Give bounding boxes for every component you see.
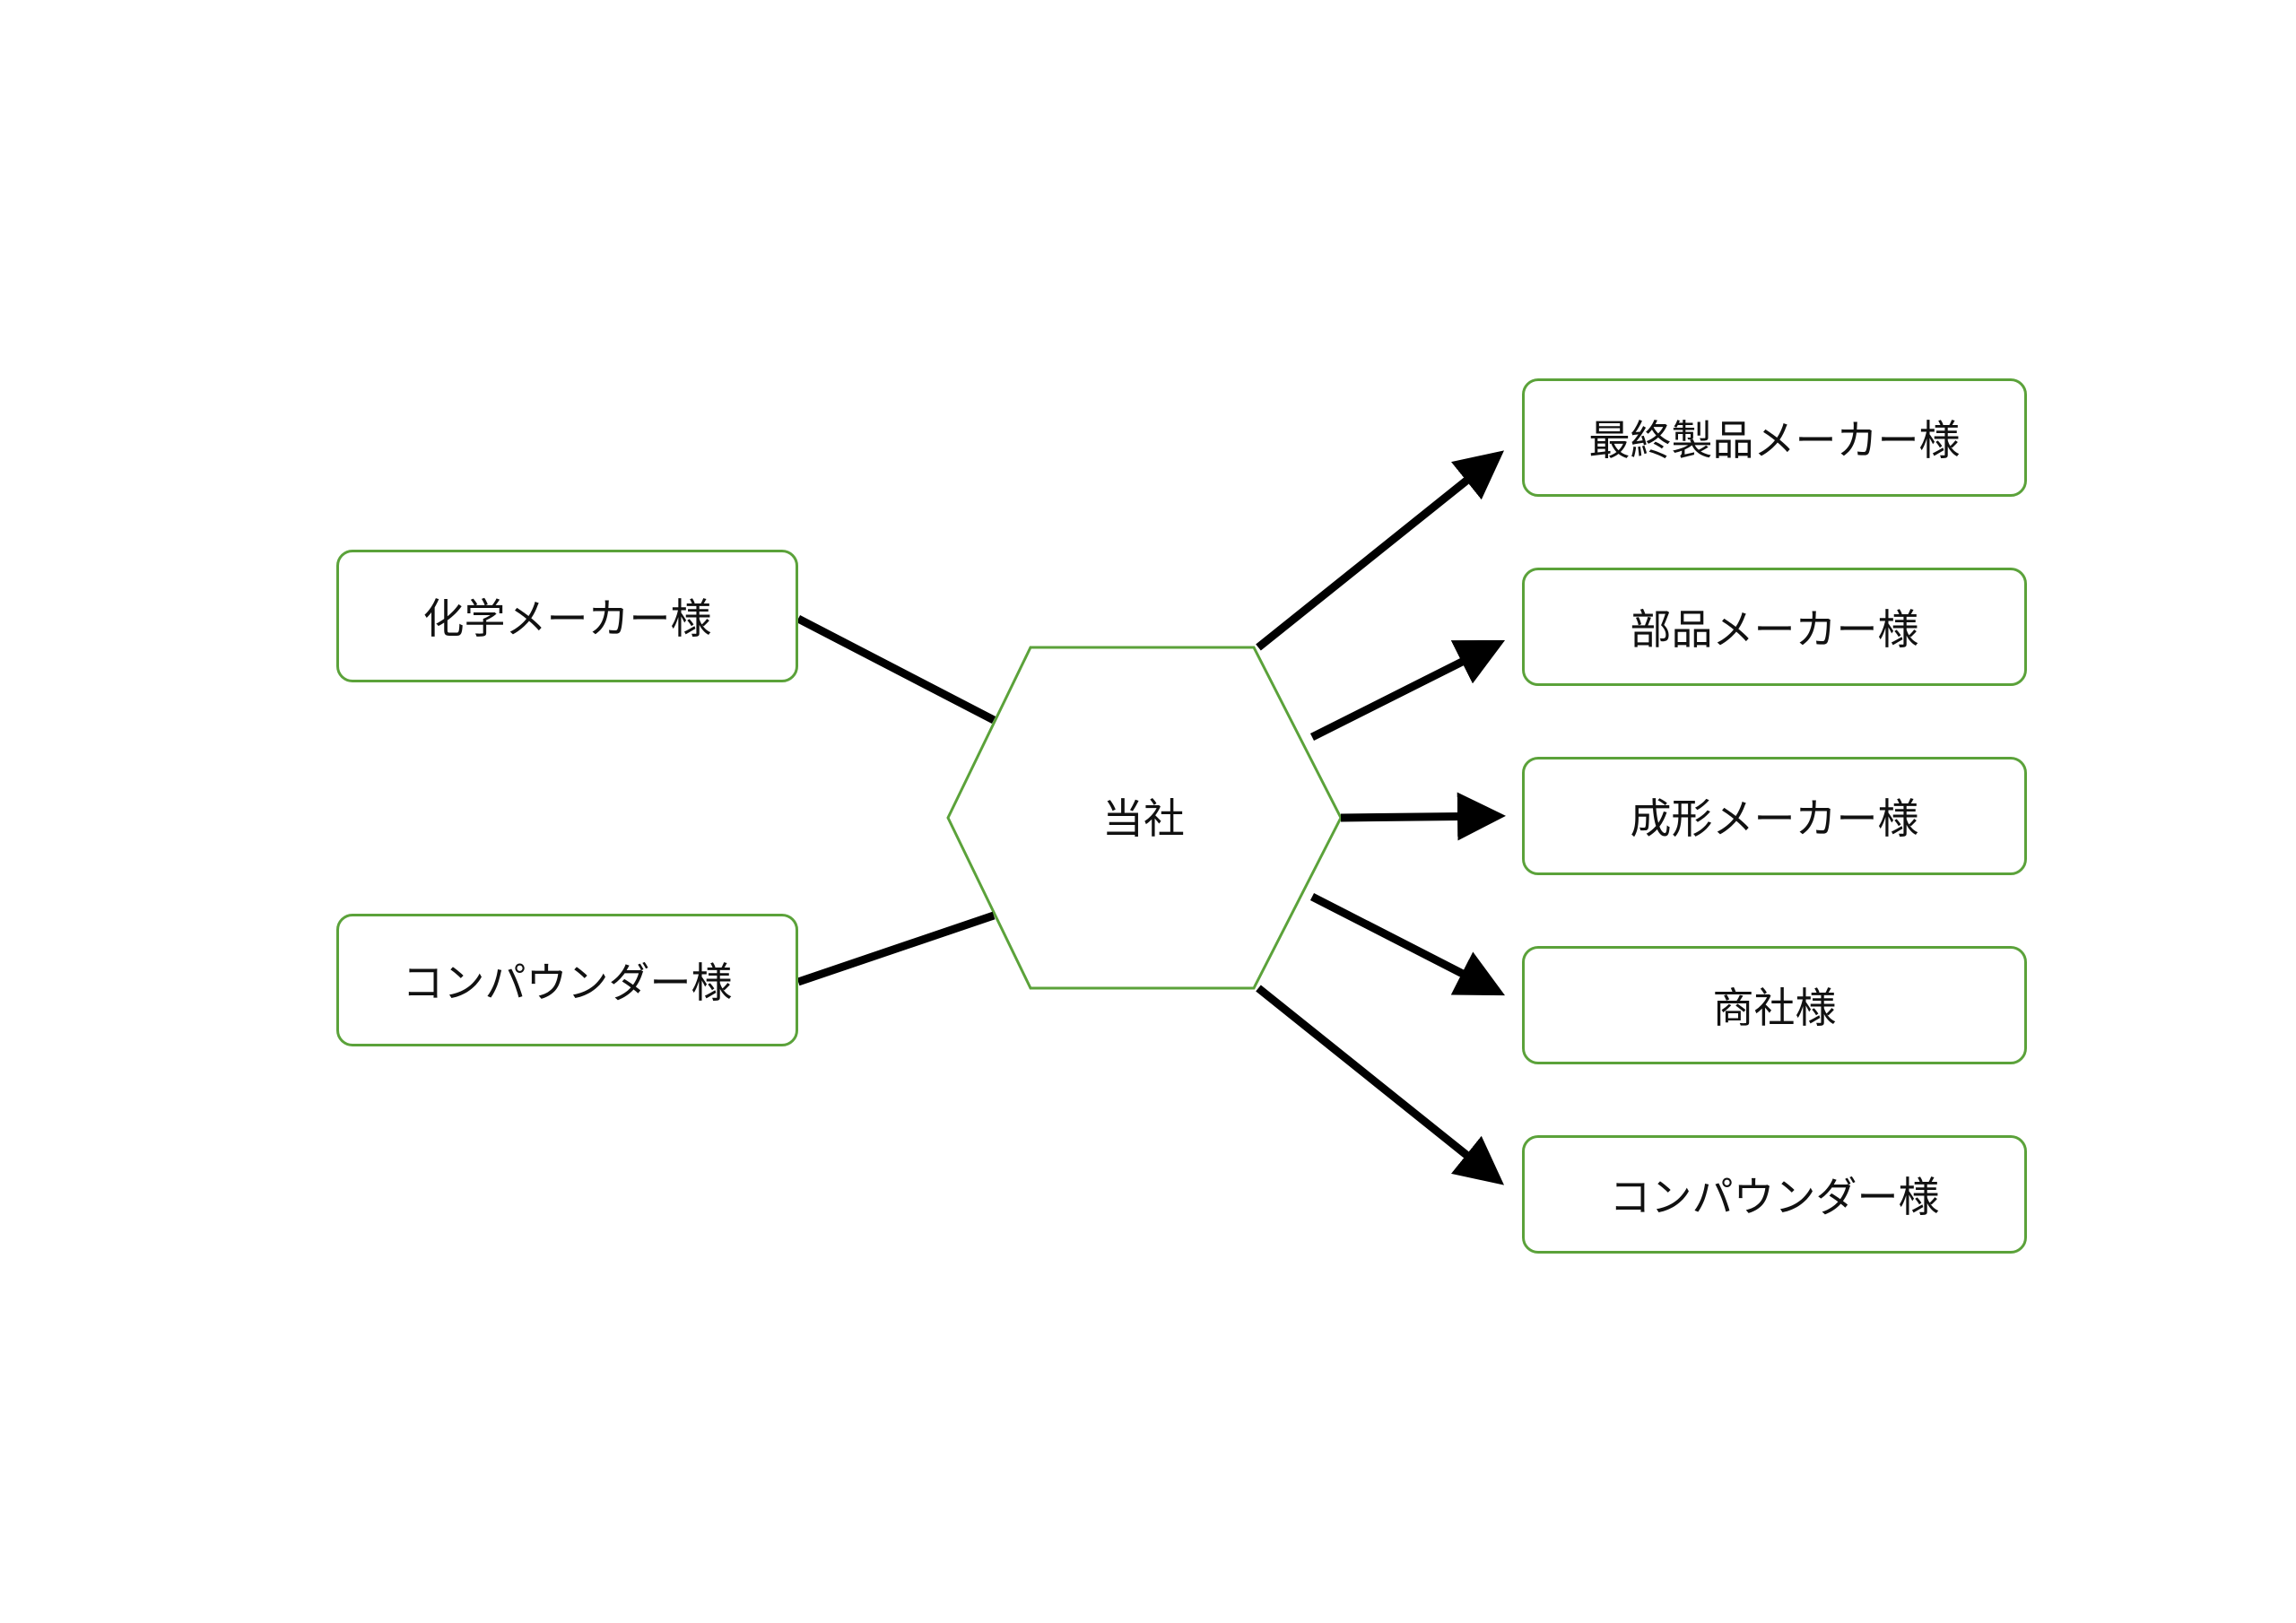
arrow-to-compounder: [1256, 985, 1505, 1185]
hub-hexagon: [946, 646, 1343, 990]
arrow-to-trading-company: [1309, 892, 1506, 996]
node-parts-maker: 部品メーカー様: [1522, 568, 2027, 686]
node-trading-company: 商社様: [1522, 946, 2027, 1064]
node-molding-maker: 成形メーカー様: [1522, 757, 2027, 875]
hub-label: 当社: [1102, 794, 1185, 843]
arrow-to-parts-maker: [1309, 639, 1506, 742]
arrow-to-final-product-maker: [1256, 450, 1505, 651]
node-chemical-maker: 化学メーカー様: [336, 550, 798, 682]
node-compounder-customer: コンパウンダー様: [1522, 1135, 2027, 1254]
node-final-product-maker: 最終製品メーカー様: [1522, 378, 2027, 497]
node-compounder-supplier: コンパウンダー様: [336, 914, 798, 1046]
line-compounder-to-hub: [796, 911, 996, 986]
arrow-to-molding-maker: [1340, 792, 1506, 841]
line-chem-to-hub: [796, 615, 996, 724]
